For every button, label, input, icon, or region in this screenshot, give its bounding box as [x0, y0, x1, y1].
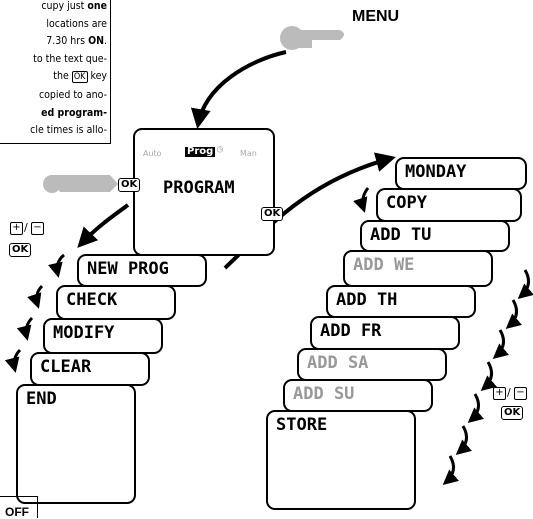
arrow-program-to-newprog	[80, 205, 128, 245]
program-screen: Auto Prog ◷ Man PROGRAM	[133, 128, 275, 256]
program-title: PROGRAM	[163, 180, 235, 197]
pointing-hand-icon	[280, 26, 344, 50]
menu-card-add-fr: ADD FR	[310, 316, 460, 350]
minus-key[interactable]: −	[31, 222, 44, 235]
menu-card-check: CHECK	[56, 285, 176, 320]
menu-card-end: END	[16, 384, 136, 504]
menu-card-add-tu: ADD TU	[360, 220, 510, 252]
slash-separator: /	[507, 386, 511, 399]
menu-card-monday: MONDAY	[395, 157, 527, 190]
menu-card-clear: CLEAR	[30, 352, 150, 386]
menu-card-store: STORE	[266, 410, 416, 510]
menu-card-modify: MODIFY	[43, 318, 163, 354]
plus-key[interactable]: +	[493, 387, 506, 400]
ok-key[interactable]: OK	[261, 207, 283, 221]
menu-card-add-we: ADD WE	[343, 250, 493, 287]
menu-card-add-th: ADD TH	[326, 285, 476, 318]
ok-key[interactable]: OK	[501, 406, 523, 420]
pressing-hand-icon	[43, 175, 118, 193]
ok-key[interactable]: OK	[9, 243, 31, 257]
ok-key[interactable]: OK	[118, 178, 140, 192]
mode-auto: Auto	[143, 150, 162, 158]
menu-card-add-su: ADD SU	[283, 379, 433, 412]
arrow-menu-to-program	[198, 52, 286, 125]
mode-man: Man	[240, 150, 257, 158]
clock-icon: ◷	[217, 145, 223, 155]
menu-card-new-prog: NEW PROG	[77, 254, 207, 287]
mode-prog: Prog	[185, 147, 215, 157]
menu-card-copy: COPY	[376, 188, 522, 222]
minus-key[interactable]: −	[514, 387, 527, 400]
slash-separator: /	[24, 221, 28, 234]
plus-key[interactable]: +	[10, 222, 23, 235]
menu-card-add-sa: ADD SA	[297, 348, 447, 381]
